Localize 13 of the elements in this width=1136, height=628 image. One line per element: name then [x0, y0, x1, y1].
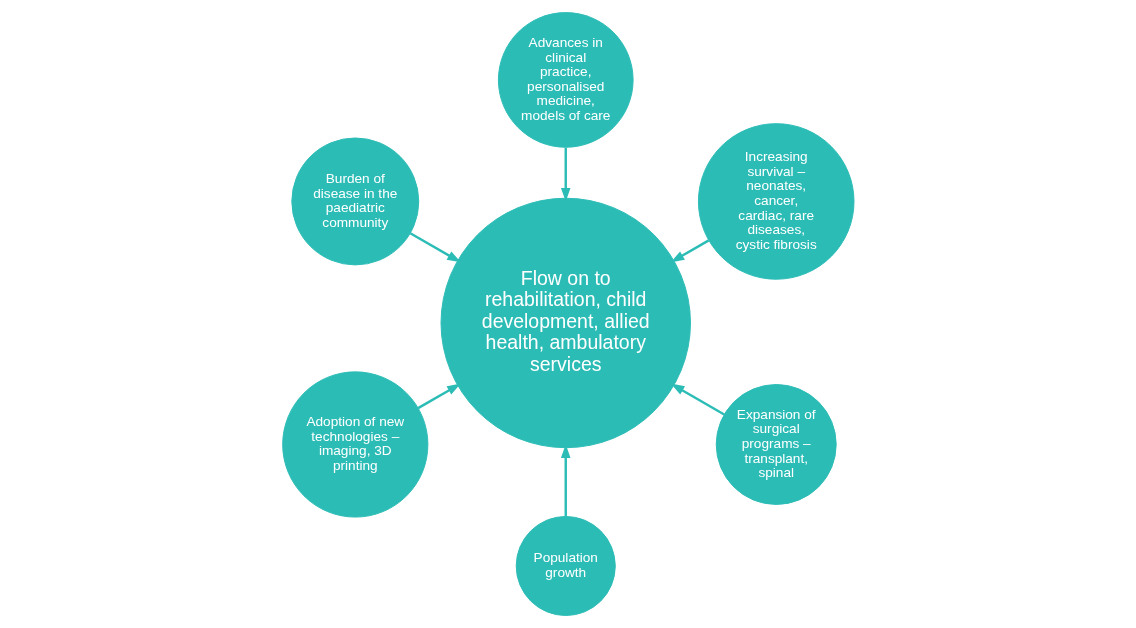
node-circle: Adoption of new technologies – imaging, 3D printing — [281, 371, 428, 518]
arrow — [409, 232, 461, 263]
node-circle: Expansion of surgical programs – transplant, spinal — [715, 384, 837, 505]
node-circle: Flow on to rehabilitation, child development, allied health, ambulatory services — [440, 197, 691, 449]
node-circle: Population growth — [515, 515, 616, 616]
node-circle: Advances in clinical practice, personalised medicine, models of care — [497, 12, 634, 148]
arrow — [670, 383, 725, 416]
arrow — [560, 147, 571, 202]
node-circle: Burden of disease in the paediatric community — [290, 137, 419, 266]
arrow — [417, 383, 461, 410]
node-circle: Increasing survival – neonates, cancer, cardiac, rare diseases, cystic fibrosis — [697, 123, 854, 280]
arrow — [670, 239, 709, 263]
arrow — [560, 444, 571, 517]
